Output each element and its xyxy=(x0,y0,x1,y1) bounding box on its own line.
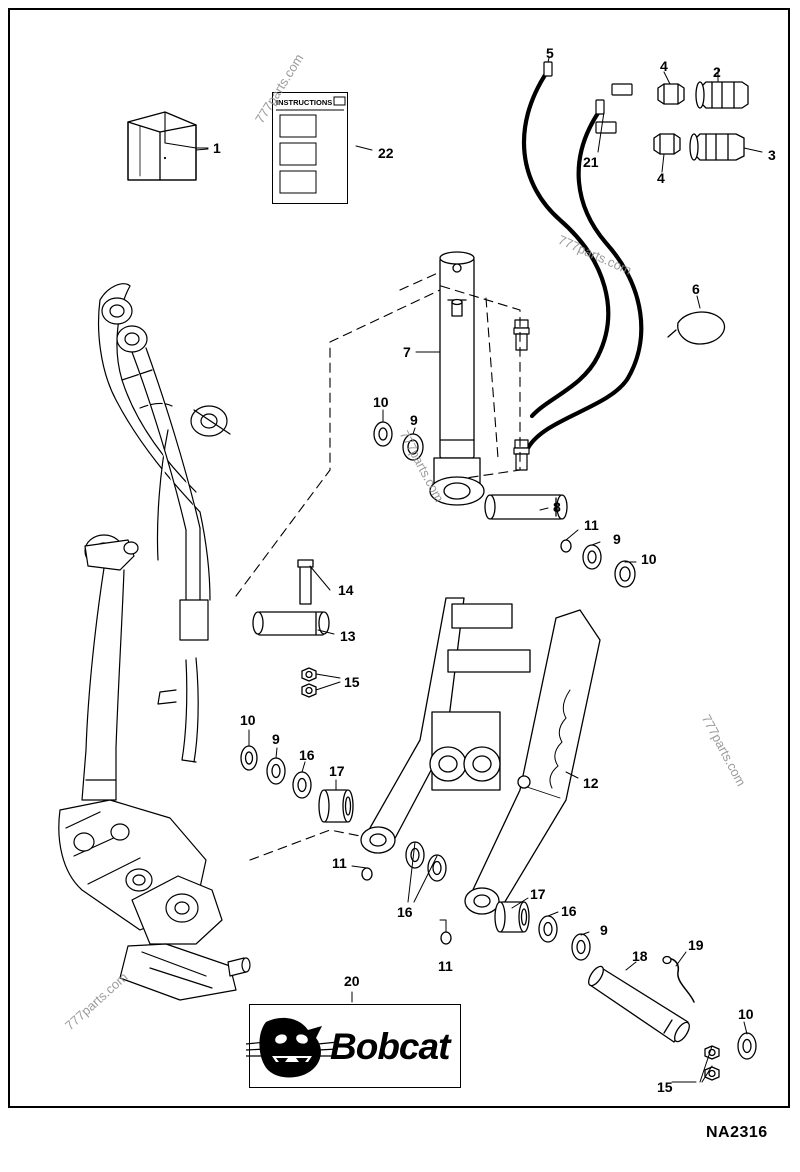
callout-9c: 9 xyxy=(272,731,280,747)
instructions-title: INSTRUCTIONS xyxy=(276,98,333,107)
callout-5: 5 xyxy=(546,45,554,61)
callout-11b: 11 xyxy=(332,855,347,871)
instructions-sheet xyxy=(272,92,348,204)
callout-2: 2 xyxy=(713,64,721,80)
callout-16a: 16 xyxy=(299,747,315,763)
callout-16c: 16 xyxy=(561,903,577,919)
callout-19: 19 xyxy=(688,937,704,953)
callout-1: 1 xyxy=(213,140,221,156)
callout-3: 3 xyxy=(768,147,776,163)
callout-15a: 15 xyxy=(344,674,360,690)
callout-11c: 11 xyxy=(438,958,453,974)
callout-11a: 11 xyxy=(584,517,599,533)
callout-4a: 4 xyxy=(660,58,668,74)
callout-9a: 9 xyxy=(410,412,418,428)
callout-15b: 15 xyxy=(657,1079,673,1095)
drawing-number: NA2316 xyxy=(706,1124,768,1141)
callout-18: 18 xyxy=(632,948,648,964)
diagram-border xyxy=(8,8,790,1108)
callout-13: 13 xyxy=(340,628,356,644)
callout-10d: 10 xyxy=(738,1006,754,1022)
brand-logo-text: Bobcat xyxy=(330,1026,450,1067)
callout-12: 12 xyxy=(583,775,599,791)
callout-7: 7 xyxy=(403,344,411,360)
callout-8: 8 xyxy=(553,499,561,515)
callout-10c: 10 xyxy=(240,712,256,728)
callout-20: 20 xyxy=(344,973,360,989)
callout-6: 6 xyxy=(692,281,700,297)
callout-17b: 17 xyxy=(530,886,546,902)
callout-21: 21 xyxy=(583,154,599,170)
callout-4b: 4 xyxy=(657,170,665,186)
callout-17a: 17 xyxy=(329,763,345,779)
callout-14: 14 xyxy=(338,582,354,598)
callout-16b: 16 xyxy=(397,904,413,920)
callout-10b: 10 xyxy=(641,551,657,567)
callout-9b: 9 xyxy=(613,531,621,547)
callout-22: 22 xyxy=(378,145,394,161)
callout-9d: 9 xyxy=(600,922,608,938)
callout-10a: 10 xyxy=(373,394,389,410)
